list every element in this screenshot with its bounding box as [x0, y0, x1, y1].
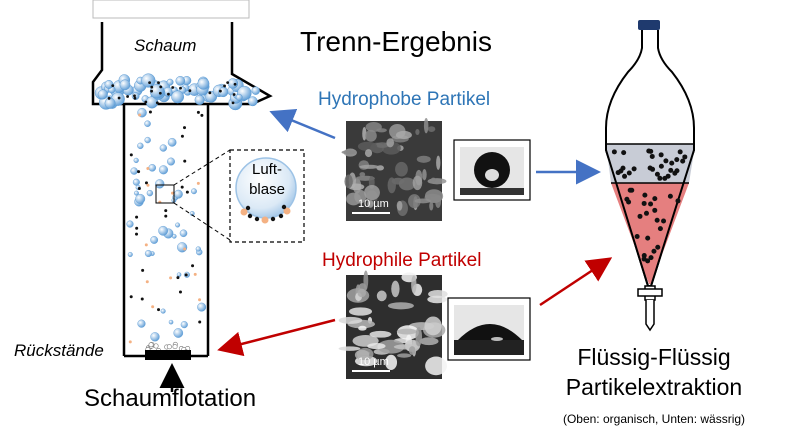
- hydrophilic-label: Hydrophile Partikel: [322, 250, 481, 272]
- arrow-to-aqueous: [540, 260, 608, 305]
- contact-angle-hydrophobic: [454, 140, 530, 200]
- contact-angle-hydrophilic: [448, 298, 530, 360]
- funnel-stopper: [638, 20, 660, 30]
- scale-bar-label-top: 10 µm: [358, 198, 389, 210]
- scale-bar-label-bottom: 10 µm: [358, 356, 389, 368]
- column-bubbles: [127, 108, 206, 354]
- separatory-funnel: [606, 20, 694, 330]
- stopcock: [638, 289, 662, 296]
- sem-image-hydrophilic: [339, 271, 448, 379]
- extraction-label-line2: Partikelextraktion: [534, 372, 774, 402]
- aqueous-phase: [611, 183, 689, 284]
- foam-label: Schaum: [134, 36, 196, 56]
- extraction-note: (Oben: organisch, Unten: wässrig): [524, 412, 784, 426]
- extraction-label: Flüssig-Flüssig Partikelextraktion: [534, 342, 774, 402]
- air-bubble-label-line1: Luft-: [240, 160, 294, 180]
- extraction-label-line1: Flüssig-Flüssig: [534, 342, 774, 372]
- arrow-to-residue: [222, 320, 335, 349]
- residue-label: Rückstände: [14, 341, 104, 361]
- gas-sparger: [145, 350, 191, 360]
- air-bubble-label: Luft- blase: [240, 160, 294, 200]
- flotation-label: Schaumflotation: [84, 385, 256, 413]
- hydrophobic-label: Hydrophobe Partikel: [318, 89, 490, 111]
- diagram-title: Trenn-Ergebnis: [300, 26, 492, 58]
- arrow-to-foam: [274, 113, 335, 138]
- air-bubble-label-line2: blase: [240, 180, 294, 200]
